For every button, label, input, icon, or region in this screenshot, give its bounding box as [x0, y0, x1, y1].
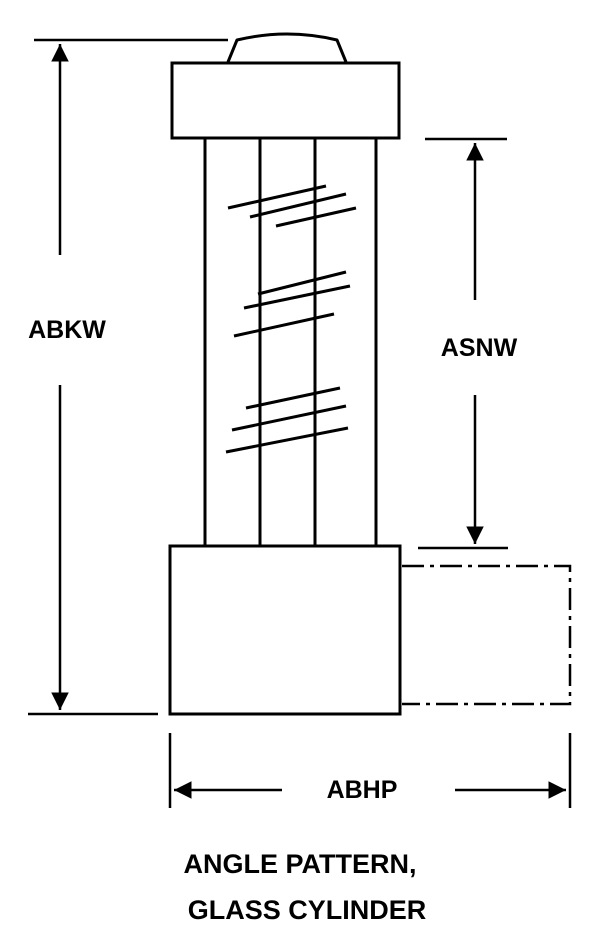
bottom-block: [168, 544, 402, 716]
dimension-lines: [28, 38, 572, 808]
dimension-label-asnw: ASNW: [441, 334, 518, 362]
top-cap: [170, 61, 401, 140]
dimension-label-abhp: ABHP: [327, 776, 398, 804]
angle-outlet-phantom: [402, 564, 572, 706]
dimension-label-abkw: ABKW: [28, 316, 106, 344]
gauge-body: [168, 32, 572, 716]
glass-hatching: [225, 184, 357, 454]
caption-line-2: GLASS CYLINDER: [188, 895, 427, 925]
top-cap-dome: [226, 32, 348, 63]
caption-line-1: ANGLE PATTERN,: [184, 849, 417, 879]
